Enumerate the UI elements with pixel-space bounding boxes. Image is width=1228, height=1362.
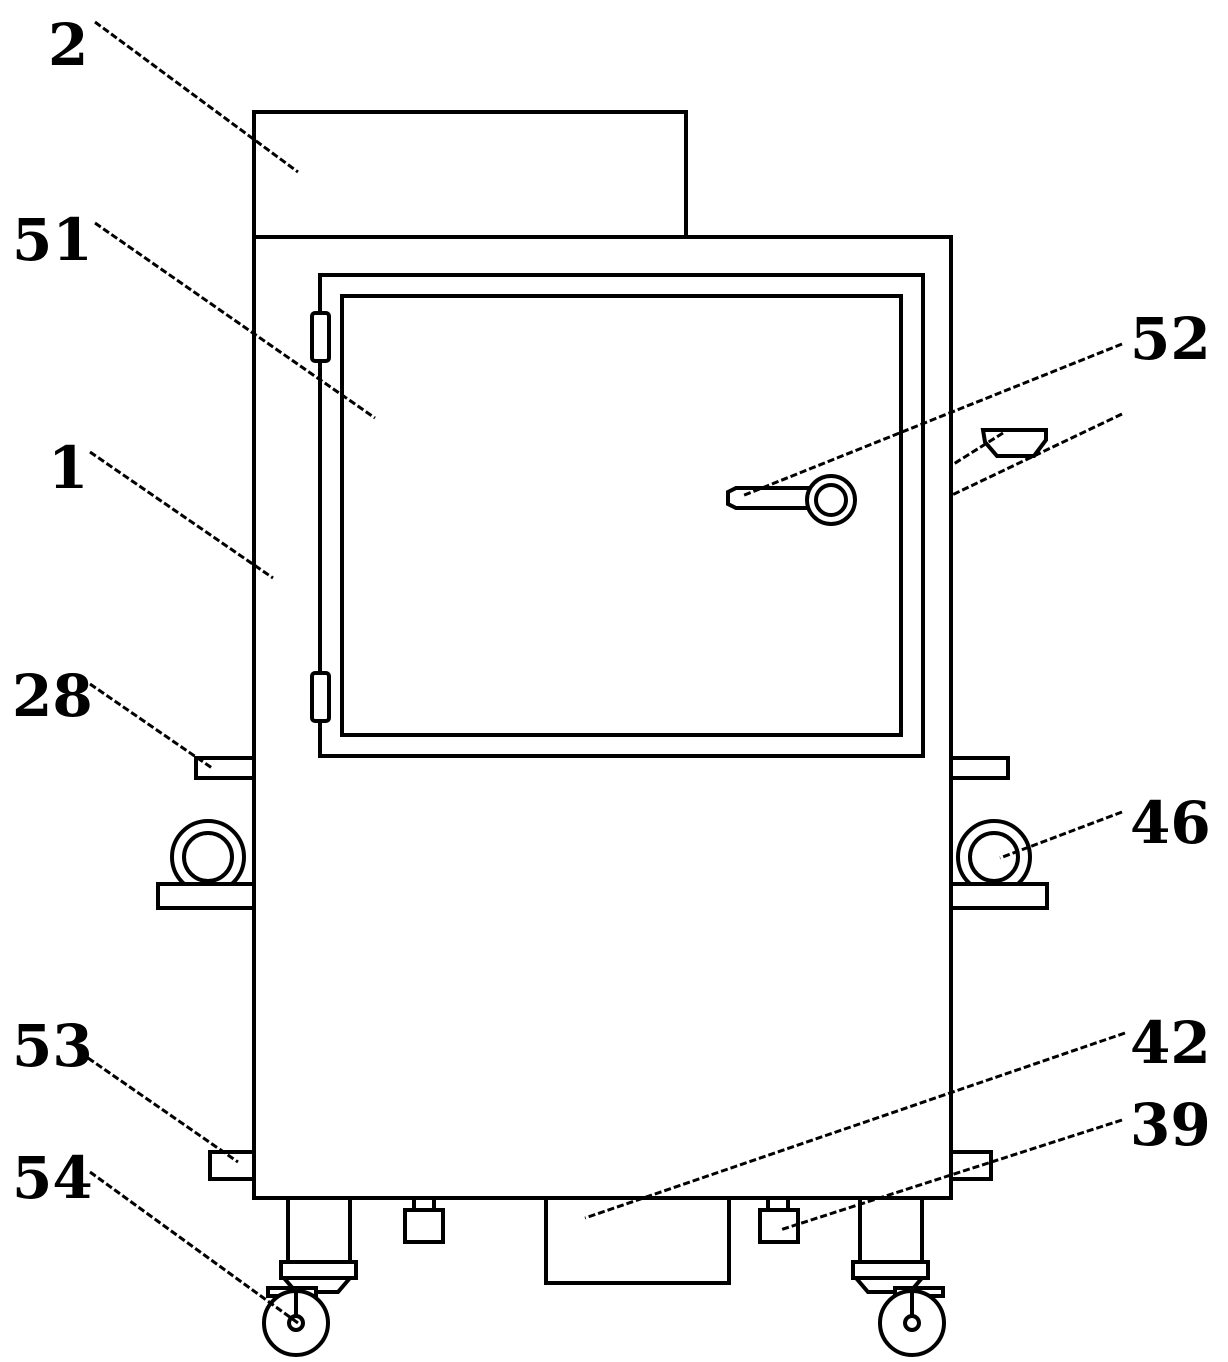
leader-28 <box>89 682 213 770</box>
door-panel <box>340 294 903 737</box>
handle-plate-left <box>194 756 256 780</box>
caster-left <box>262 1196 358 1357</box>
leader-42 <box>584 1031 1126 1220</box>
caster-right <box>851 1196 946 1357</box>
label-54: 54 <box>12 1144 93 1212</box>
side-bracket <box>980 428 1048 458</box>
cabinet-body <box>252 235 953 1200</box>
label-51: 51 <box>12 206 93 274</box>
side-tab-left <box>208 1150 256 1181</box>
sensor-right <box>758 1196 800 1244</box>
leader-52-c <box>951 431 1004 467</box>
bottom-unit <box>544 1196 731 1285</box>
leader-52-a <box>741 342 1123 498</box>
reel-left <box>156 819 256 910</box>
handle-plate-right <box>949 756 1010 780</box>
label-46: 46 <box>1130 789 1211 857</box>
door-frame <box>318 273 925 758</box>
top-box <box>252 110 688 240</box>
leader-51 <box>94 221 376 420</box>
leader-2 <box>94 20 299 174</box>
label-1: 1 <box>48 434 88 502</box>
leader-53 <box>87 1056 239 1164</box>
label-52: 52 <box>1130 305 1211 373</box>
hinge-lower <box>310 671 331 723</box>
leader-52-b <box>951 412 1123 497</box>
label-39: 39 <box>1130 1091 1211 1159</box>
leader-54 <box>89 1170 299 1325</box>
label-53: 53 <box>12 1012 93 1080</box>
label-42: 42 <box>1130 1009 1211 1077</box>
label-28: 28 <box>12 662 93 730</box>
label-2: 2 <box>48 11 88 79</box>
leader-46 <box>999 810 1123 860</box>
reel-right <box>949 819 1049 910</box>
sensor-left <box>403 1196 445 1244</box>
hinge-upper <box>310 311 331 363</box>
leader-1 <box>89 450 274 580</box>
